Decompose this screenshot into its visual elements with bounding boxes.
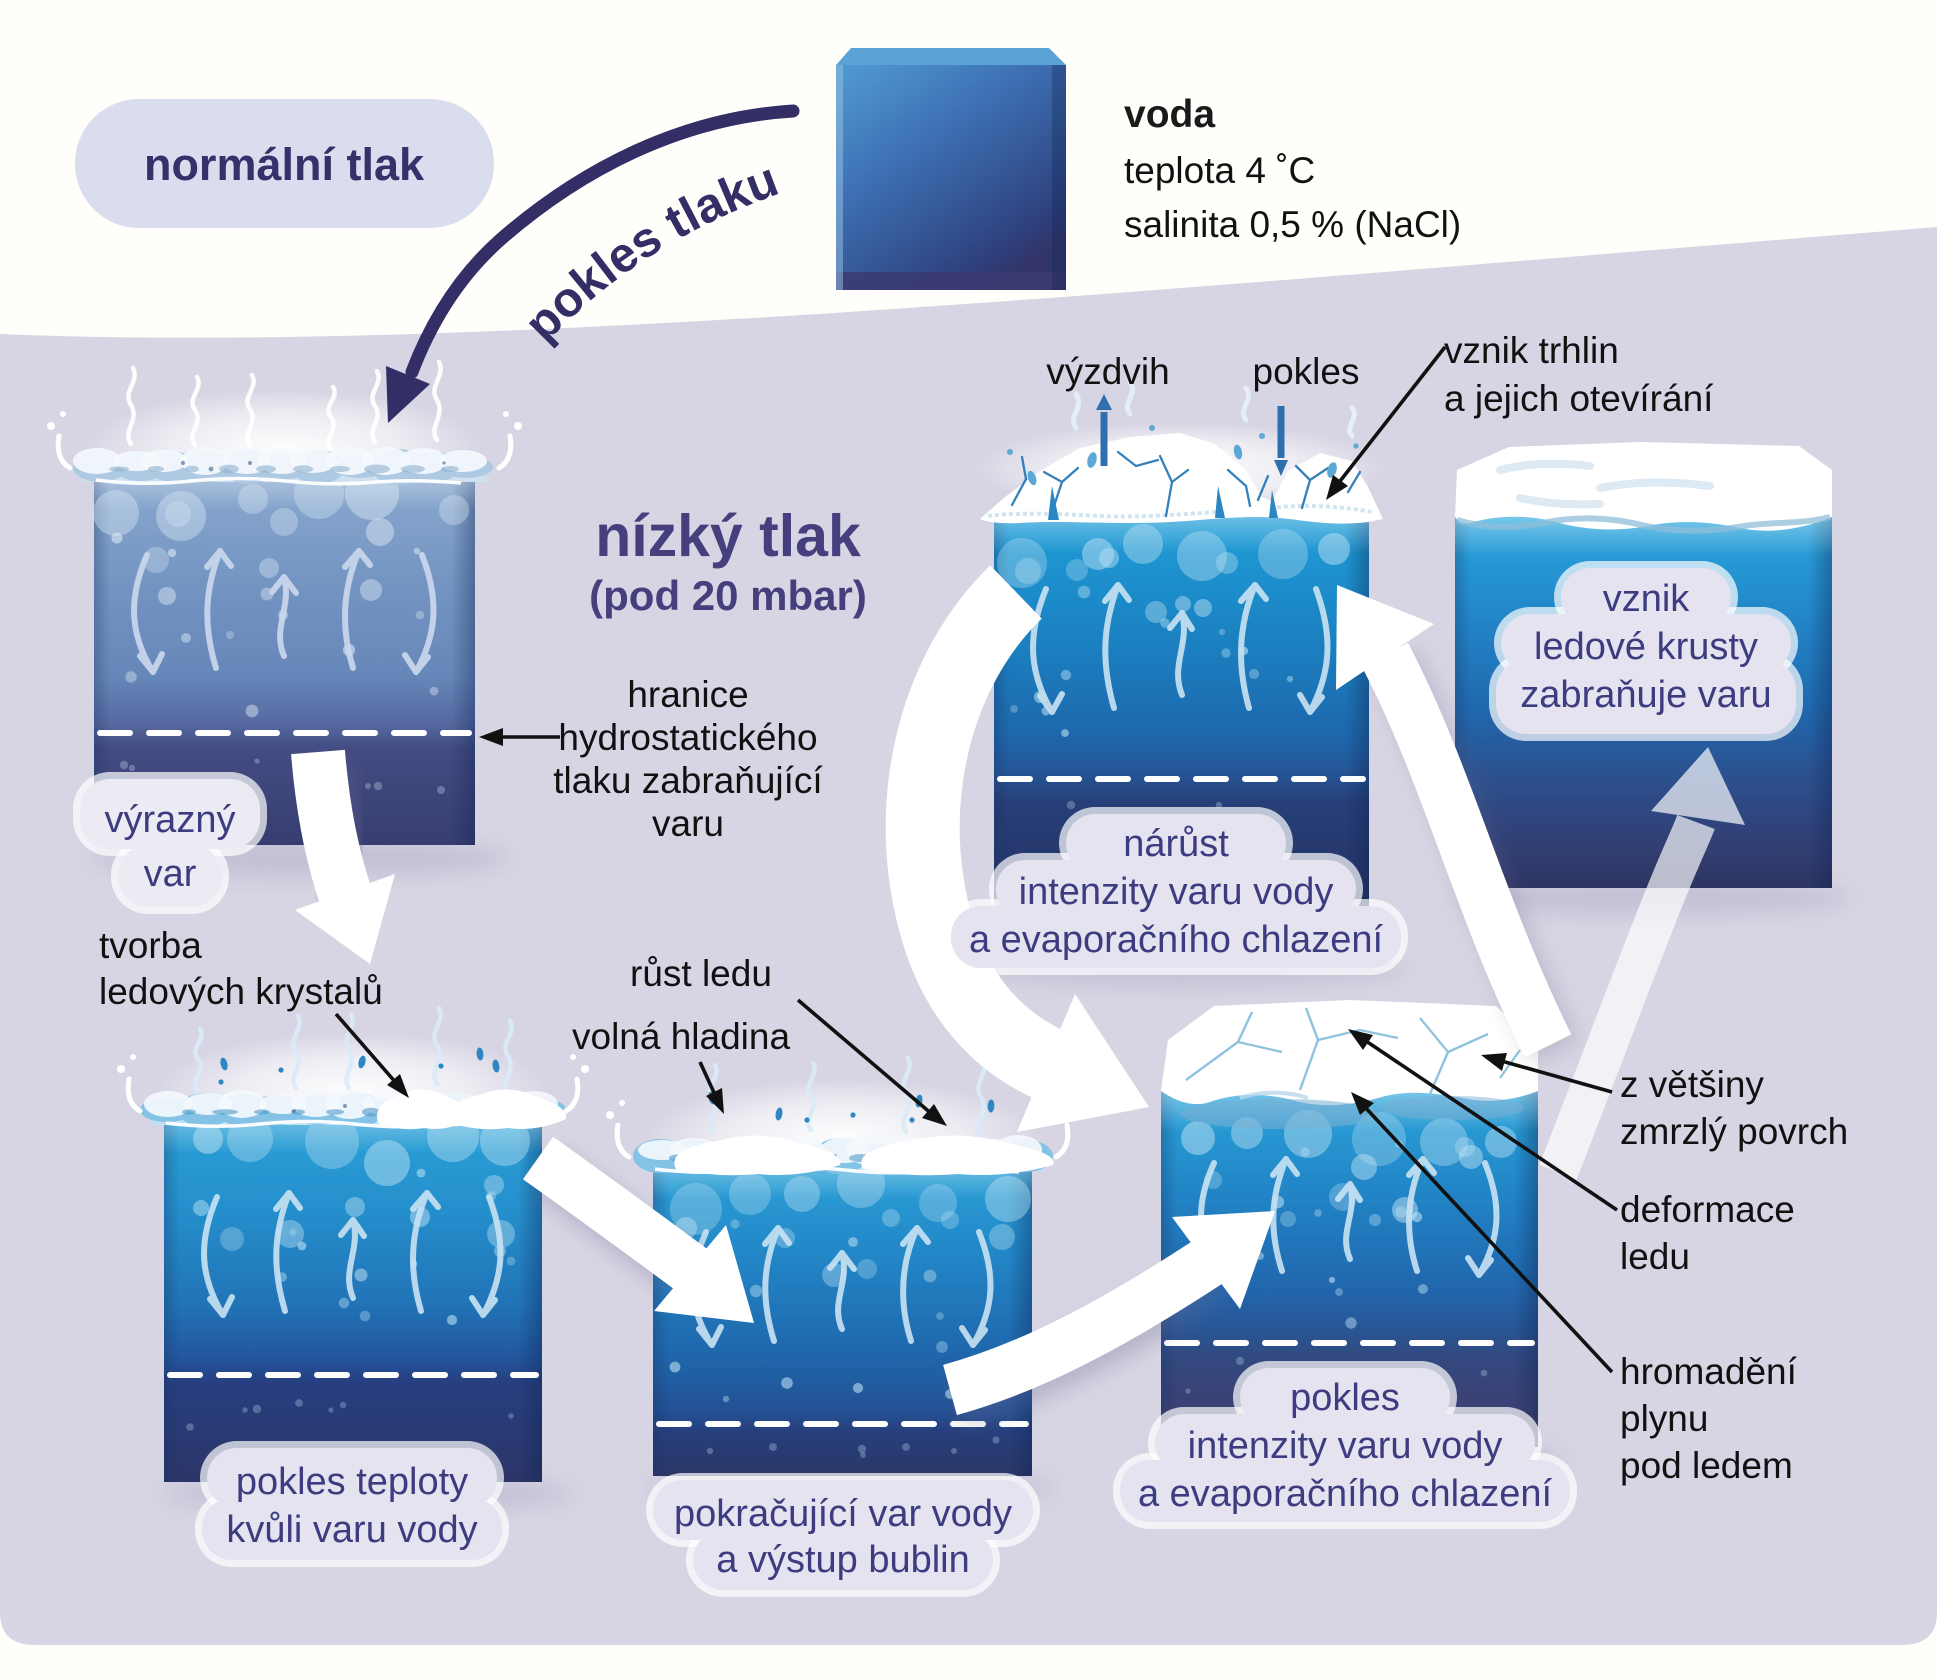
svg-text:růst ledu: růst ledu — [630, 953, 772, 994]
svg-text:plynu: plynu — [1620, 1398, 1708, 1439]
svg-text:salinita 0,5 % (NaCl): salinita 0,5 % (NaCl) — [1124, 204, 1461, 245]
svg-text:vznik: vznik — [1603, 578, 1691, 620]
svg-text:normální tlak: normální tlak — [144, 139, 425, 190]
svg-text:var: var — [144, 853, 197, 895]
svg-text:nízký tlak: nízký tlak — [595, 503, 861, 569]
svg-text:z většiny: z většiny — [1620, 1064, 1764, 1105]
svg-text:výrazný: výrazný — [105, 799, 236, 841]
svg-text:pokračující var vody: pokračující var vody — [674, 1493, 1012, 1535]
svg-text:intenzity varu vody: intenzity varu vody — [1019, 871, 1334, 913]
svg-text:tlaku zabraňující: tlaku zabraňující — [553, 760, 823, 801]
svg-text:a výstup bublin: a výstup bublin — [716, 1539, 970, 1581]
svg-text:hydrostatického: hydrostatického — [558, 717, 817, 758]
svg-text:pod ledem: pod ledem — [1620, 1445, 1793, 1486]
svg-text:zmrzlý povrch: zmrzlý povrch — [1620, 1111, 1848, 1152]
svg-text:a evaporačního chlazení: a evaporačního chlazení — [969, 919, 1384, 961]
svg-text:deformace: deformace — [1620, 1189, 1795, 1230]
svg-text:varu: varu — [652, 803, 724, 844]
svg-text:ledové krusty: ledové krusty — [1534, 626, 1758, 668]
svg-text:vznik trhlin: vznik trhlin — [1444, 330, 1619, 371]
svg-text:ledových krystalů: ledových krystalů — [99, 971, 383, 1012]
svg-text:ledu: ledu — [1620, 1236, 1690, 1277]
svg-text:tvorba: tvorba — [99, 925, 202, 966]
svg-text:(pod 20 mbar): (pod 20 mbar) — [589, 572, 867, 619]
svg-text:hranice: hranice — [627, 674, 748, 715]
svg-text:výzdvih: výzdvih — [1046, 351, 1169, 392]
svg-text:voda: voda — [1124, 93, 1215, 136]
svg-text:pokles: pokles — [1290, 1377, 1400, 1419]
svg-text:pokles: pokles — [1253, 351, 1360, 392]
svg-text:volná hladina: volná hladina — [572, 1016, 790, 1057]
svg-text:pokles teploty: pokles teploty — [236, 1461, 468, 1503]
svg-text:intenzity varu vody: intenzity varu vody — [1188, 1425, 1503, 1467]
svg-text:kvůli varu vody: kvůli varu vody — [226, 1509, 477, 1551]
svg-text:a evaporačního chlazení: a evaporačního chlazení — [1138, 1473, 1553, 1515]
svg-text:a jejich otevírání: a jejich otevírání — [1444, 378, 1714, 419]
svg-text:nárůst: nárůst — [1123, 823, 1229, 865]
svg-text:teplota 4 ˚C: teplota 4 ˚C — [1124, 150, 1315, 191]
svg-text:zabraňuje varu: zabraňuje varu — [1520, 674, 1771, 716]
svg-text:hromadění: hromadění — [1620, 1351, 1798, 1392]
